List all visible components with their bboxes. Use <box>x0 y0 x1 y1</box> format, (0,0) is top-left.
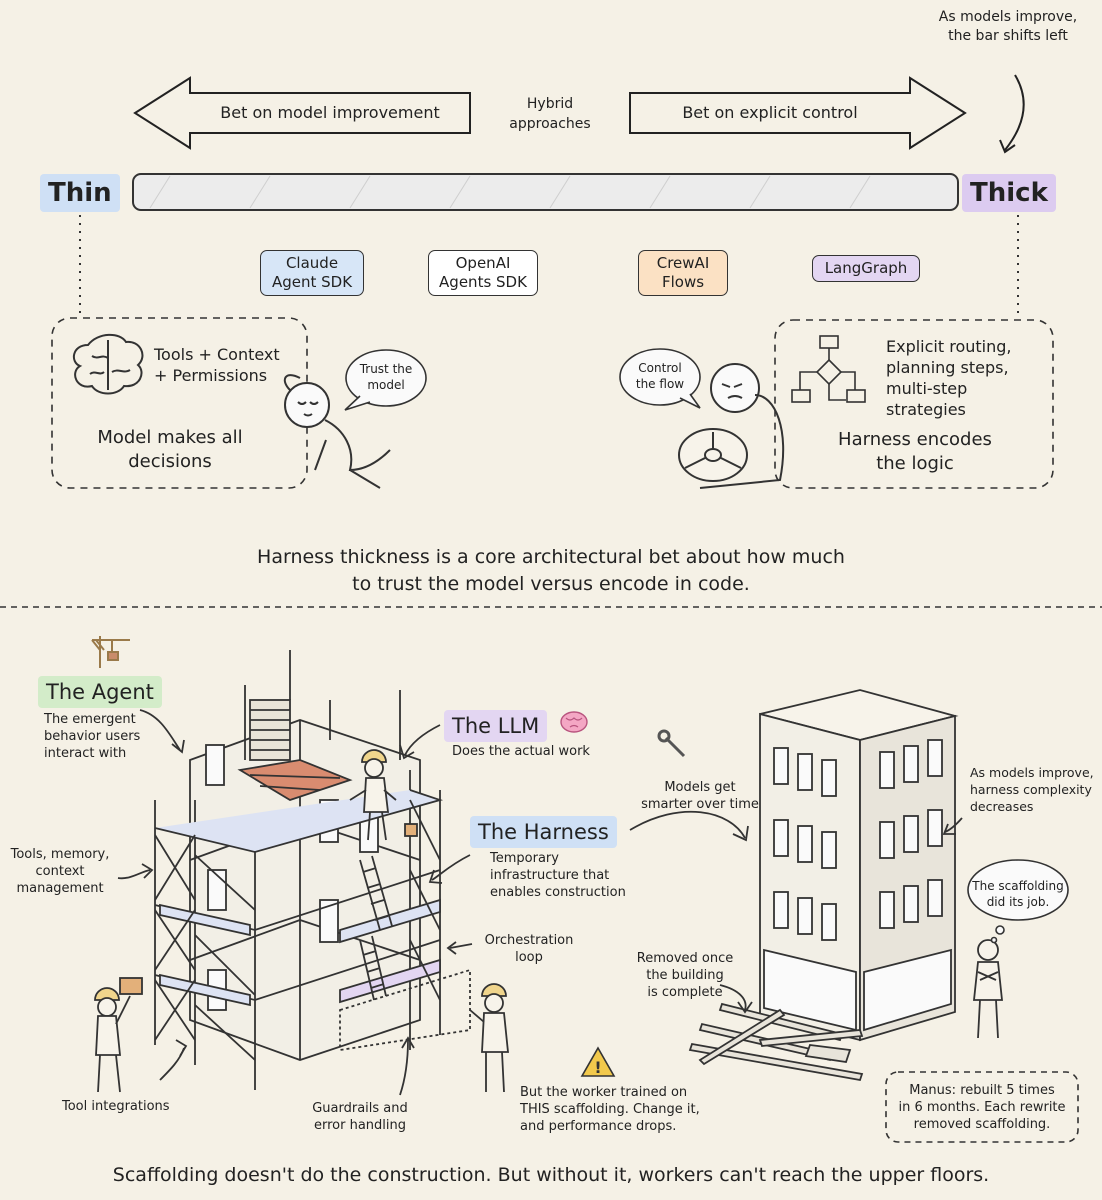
thin-box-decisions: Model makes all decisions <box>97 427 243 472</box>
svg-text:!: ! <box>594 1058 601 1077</box>
thick-label: Thick <box>962 174 1056 212</box>
arrow-right-shape <box>629 76 967 150</box>
arrow-right-label: Bet on explicit control <box>682 103 858 122</box>
finished-building <box>759 689 959 1042</box>
scaffold-pile <box>688 1002 864 1082</box>
llm-title: The LLM <box>444 710 548 742</box>
llm-desc: Does the actual work <box>452 744 590 759</box>
agent-desc: The emergent behavior users interact wit… <box>44 712 141 761</box>
annotation-arrows <box>117 709 963 1096</box>
thin-label: Thin <box>40 174 120 212</box>
brain-icon <box>72 333 144 395</box>
warning-icon: ! <box>580 1046 616 1077</box>
worker-holding-net <box>469 983 509 1093</box>
models-smarter-label: Models get smarter over time <box>641 780 759 812</box>
manus-text: Manus: rebuilt 5 times in 6 months. Each… <box>898 1083 1066 1132</box>
control-bubble-text: Control the flow <box>635 361 685 391</box>
warning-text: But the worker trained on THIS scaffoldi… <box>520 1085 700 1134</box>
thick-box <box>774 319 1054 489</box>
orchestration-label: Orchestration loop <box>484 933 574 965</box>
flowchart-icon <box>791 335 866 403</box>
complexity-label: As models improve, harness complexity de… <box>970 765 1094 814</box>
harness-title: The Harness <box>470 816 617 848</box>
thought-bubble <box>967 859 1069 944</box>
crane-icon <box>91 636 130 668</box>
thin-box-tools: Tools + Context + Permissions <box>154 345 280 385</box>
tools-memory-label: Tools, memory, context management <box>10 847 110 896</box>
worker-on-scaffold <box>349 749 418 841</box>
control-bubble <box>619 348 701 409</box>
guardrails-label: Guardrails and error handling <box>312 1101 408 1133</box>
manus-box <box>885 1071 1079 1143</box>
sdk-openai: OpenAI Agents SDK <box>428 250 538 296</box>
driver-figure <box>678 363 785 489</box>
note-bar-shift: As models improve, the bar shifts left <box>938 9 1078 44</box>
sdk-crewai: CrewAI Flows <box>638 250 728 296</box>
thick-box-routing: Explicit routing, planning steps, multi-… <box>886 337 1012 419</box>
trust-bubble-text: Trust the model <box>359 362 413 392</box>
shift-arrow <box>1004 74 1025 151</box>
thought-bubble-text: The scaffolding did its job. <box>972 879 1064 909</box>
sdk-claude: Claude Agent SDK <box>260 250 364 296</box>
scaffold-building <box>154 650 471 1090</box>
sdk-langgraph: LangGraph <box>812 255 920 282</box>
arrow-left-shape <box>133 76 471 150</box>
thickness-bar <box>132 173 959 211</box>
bottom-caption: Scaffolding doesn't do the construction.… <box>112 1164 990 1186</box>
hybrid-label: Hybrid approaches <box>509 96 591 132</box>
thick-box-logic: Harness encodes the logic <box>838 429 992 474</box>
removed-label: Removed once the building is complete <box>636 951 734 1000</box>
standing-person <box>973 939 1003 1039</box>
agent-title: The Agent <box>38 676 162 708</box>
harness-desc: Temporary infrastructure that enables co… <box>490 851 626 900</box>
tool-integrations-label: Tool integrations <box>62 1099 170 1114</box>
arrow-left-label: Bet on model improvement <box>220 103 440 122</box>
worker-carrying-box <box>94 977 143 1093</box>
brain-emoji-icon <box>560 711 588 733</box>
top-caption: Harness thickness is a core architectura… <box>257 546 845 595</box>
trust-bubble <box>344 349 427 411</box>
wrench-icon <box>657 729 686 758</box>
relaxed-person-figure <box>283 374 391 489</box>
